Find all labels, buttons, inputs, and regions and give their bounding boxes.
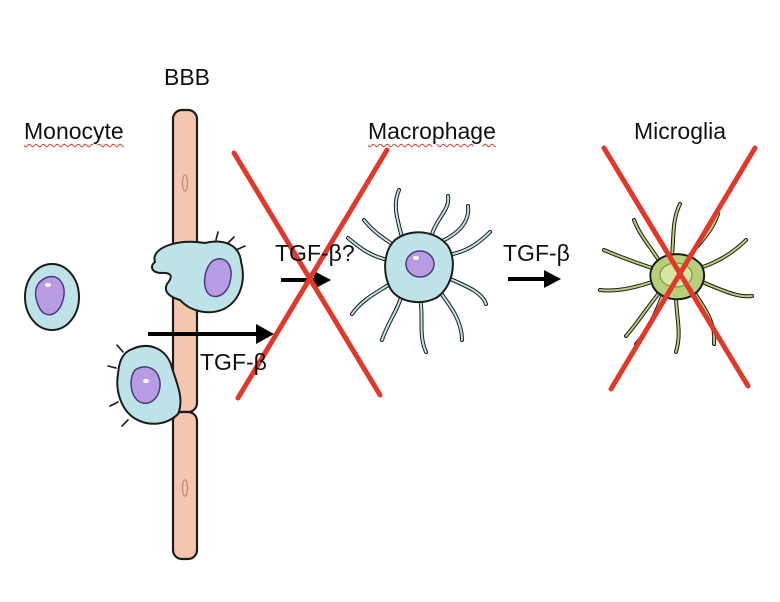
tgf-beta-lower-label: TGF-β — [200, 349, 267, 375]
bbb-label: BBB — [164, 64, 211, 90]
microglia-label: Microglia — [634, 118, 727, 144]
tgf-beta-right-label: TGF-β — [503, 240, 570, 266]
transmigrating-cell-lower — [107, 344, 182, 427]
arrow-to-microglia — [508, 270, 561, 288]
red-cross-mark-left — [231, 147, 390, 401]
macrophage-label: Macrophage — [368, 118, 496, 144]
monocyte-cell — [24, 263, 80, 331]
transmigrating-cell-upper — [151, 231, 246, 314]
tgf-beta-question-label: TGF-β? — [275, 240, 355, 266]
arrow-bbb-crossing — [148, 324, 274, 344]
macrophage-cell — [346, 188, 492, 354]
red-cross-mark-right — [601, 145, 758, 392]
monocyte-label: Monocyte — [24, 118, 124, 144]
